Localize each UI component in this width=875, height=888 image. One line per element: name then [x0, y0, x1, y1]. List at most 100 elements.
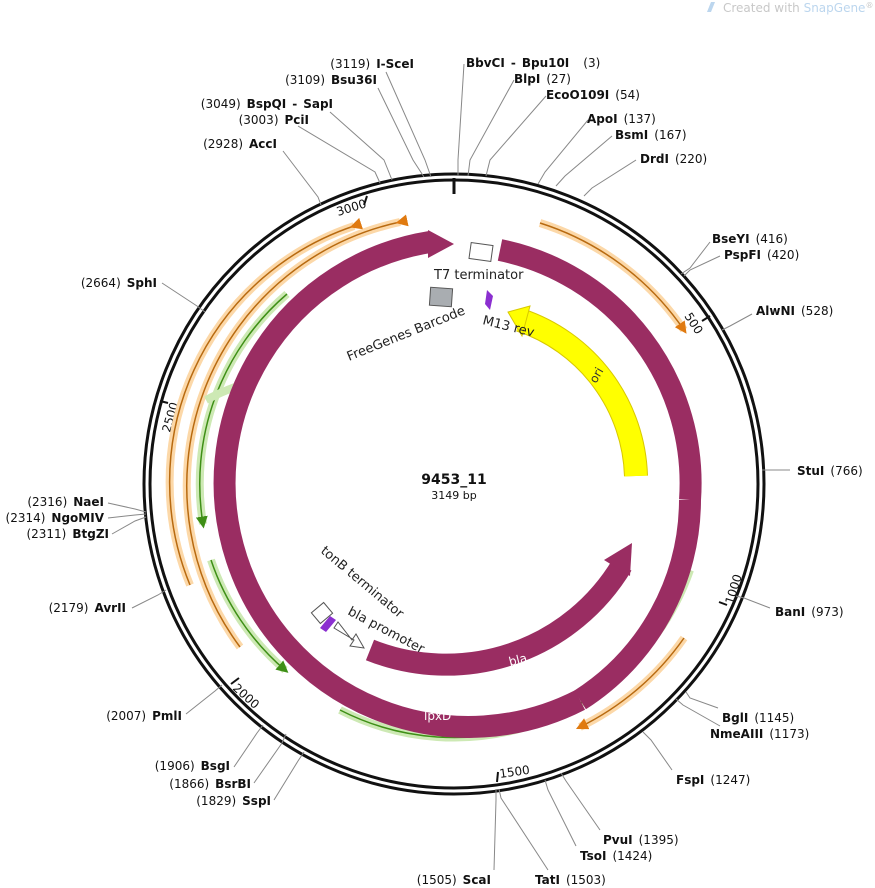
- site-label-scai: (1505)ScaI: [417, 873, 491, 887]
- site-pos-bbvci: (3): [583, 56, 600, 70]
- site-label-pmli: (2007)PmlI: [106, 709, 182, 723]
- site-pos-bsrbi: (1866): [169, 777, 209, 791]
- site-label-bsu36i: (3109) Bsu36I: [285, 73, 377, 87]
- ori-arrowhead: [507, 305, 531, 338]
- leader-bani: [735, 595, 771, 609]
- site-pos-alwni: (528): [801, 304, 833, 318]
- leader-sspi: [273, 751, 305, 801]
- backbone-outer-ring: [142, 172, 766, 796]
- snapgene-logo-icon: [707, 2, 715, 12]
- site-label-drdi: DrdI (220): [640, 152, 707, 166]
- freegenes-barcode-box: [428, 286, 454, 308]
- site-pos-naei: (2316): [27, 495, 67, 509]
- site-pos-drdi: (220): [675, 152, 707, 166]
- site-name-sspi: SspI: [242, 794, 271, 808]
- watermark-prefix: Created with: [723, 1, 804, 15]
- site-name-pvui: PvuI: [603, 833, 633, 847]
- leader-ngomiv: [107, 513, 147, 519]
- tick-label-3000: 3000: [335, 197, 368, 219]
- leader-btgzi: [111, 516, 147, 535]
- site-name-btgzi: BtgZI: [72, 527, 109, 541]
- site-pos-pmli: (2007): [106, 709, 146, 723]
- site-name-nmeaiii: NmeAIII: [710, 727, 763, 741]
- site-name-naei: NaeI: [73, 495, 104, 509]
- site-label-tati: TatI (1503): [535, 873, 606, 887]
- site-name-bseyi: BseYI: [712, 232, 750, 246]
- site-name-scai: ScaI: [463, 873, 491, 887]
- tick-1500: [496, 771, 499, 783]
- leader-bseyi: [680, 241, 711, 275]
- site-pos-nmeaiii: (1173): [769, 727, 809, 741]
- leader-apoi: [537, 119, 589, 185]
- bla-lower-arc: [574, 499, 701, 710]
- site-name-tsoi: TsoI: [580, 849, 606, 863]
- leader-bspqi-sapi: [329, 111, 393, 181]
- tick-1000: [718, 601, 728, 606]
- site-pos-tati: (1503): [566, 873, 606, 887]
- site-pos-pcii: (3003): [239, 113, 279, 127]
- label-t7-terminator: T7 terminator: [433, 268, 524, 283]
- site-name-tati: TatI: [535, 873, 560, 887]
- label-lpxd: lpxD: [424, 709, 451, 723]
- site-pos-avrii: (2179): [49, 601, 89, 615]
- watermark-registered: ®: [865, 1, 873, 10]
- ori-feature-arc-fill: [516, 309, 647, 477]
- site-label-naei: (2316) NaeI: [27, 495, 104, 509]
- site-sep-bbvci: -: [511, 56, 516, 70]
- tonb-purple-arrow: [320, 616, 336, 632]
- leader-alwni: [721, 313, 753, 331]
- leader-bbvci: [457, 63, 465, 176]
- leader-bgli: [685, 691, 719, 709]
- site-pos-fspi: (1247): [710, 773, 750, 787]
- site-pos-bsu36i: (3109): [285, 73, 325, 87]
- site-pos-ecoo109i: (54): [615, 88, 640, 102]
- site-label-pspfi: PspFI(420): [724, 248, 799, 262]
- leader-i-scei: [385, 71, 432, 178]
- site-pos-pvui: (1395): [639, 833, 679, 847]
- site-name-fspi: FspI: [676, 773, 704, 787]
- site-labels: (3119)I-SceI (3109)Bsu36I (3049)BspQI-Sa…: [6, 56, 863, 887]
- leader-blpi: [467, 79, 515, 177]
- site-pos-sphi: (2664): [81, 276, 121, 290]
- site-label-tsoi: TsoI (1424): [580, 849, 652, 863]
- site-pos-btgzi: (2311): [26, 527, 66, 541]
- site-label-acci: (2928)AccI: [203, 137, 277, 151]
- tick-2000: [230, 677, 240, 685]
- t7-terminator-box: [468, 241, 494, 263]
- site-label-nmeaiii: NmeAIII (1173): [710, 727, 809, 741]
- site-name-ecoo109i: EcoO109I: [546, 88, 609, 102]
- leader-tsoi: [544, 779, 577, 847]
- site-leaders: [107, 63, 790, 871]
- site-name-bani: BanI: [775, 605, 805, 619]
- leader-pcii: [297, 125, 381, 184]
- leader-scai: [493, 789, 497, 871]
- site-pos-apoi: (137): [624, 112, 656, 126]
- leader-tati: [498, 788, 549, 871]
- orange-arc-primer-4-left-core: [168, 217, 364, 586]
- inner-features: [213, 230, 702, 738]
- site-pos-bsmi: (167): [654, 128, 686, 142]
- site-name-bsmi: BsmI: [615, 128, 648, 142]
- site-label-btgzi: (2311) BtgZI: [26, 527, 109, 541]
- site-label-pvui: PvuI (1395): [603, 833, 679, 847]
- site-sep-bspqi: -: [292, 97, 297, 111]
- site-pos-bsgi: (1906): [155, 759, 195, 773]
- site-label-fspi: FspI (1247): [676, 773, 750, 787]
- site-name-sphi: SphI: [127, 276, 157, 290]
- label-freegenes-barcode: FreeGenes Barcode: [345, 304, 468, 365]
- site-pos-acci: (2928): [203, 137, 243, 151]
- site-label-bsgi: (1906)BsgI: [155, 759, 230, 773]
- watermark-brand: SnapGene: [804, 1, 866, 15]
- site-name-bpu10i: Bpu10I: [522, 56, 569, 70]
- site-name-drdi: DrdI: [640, 152, 669, 166]
- site-name-bsu36i: Bsu36I: [331, 73, 377, 87]
- site-pos-sspi: (1829): [196, 794, 236, 808]
- tick-500: [701, 315, 711, 322]
- leader-drdi: [583, 159, 637, 197]
- label-bla: bla: [507, 651, 528, 669]
- leader-avrii: [131, 589, 167, 609]
- site-pos-ngomiv: (2314): [6, 511, 46, 525]
- site-pos-tsoi: (1424): [612, 849, 652, 863]
- label-ori: ori: [586, 365, 606, 386]
